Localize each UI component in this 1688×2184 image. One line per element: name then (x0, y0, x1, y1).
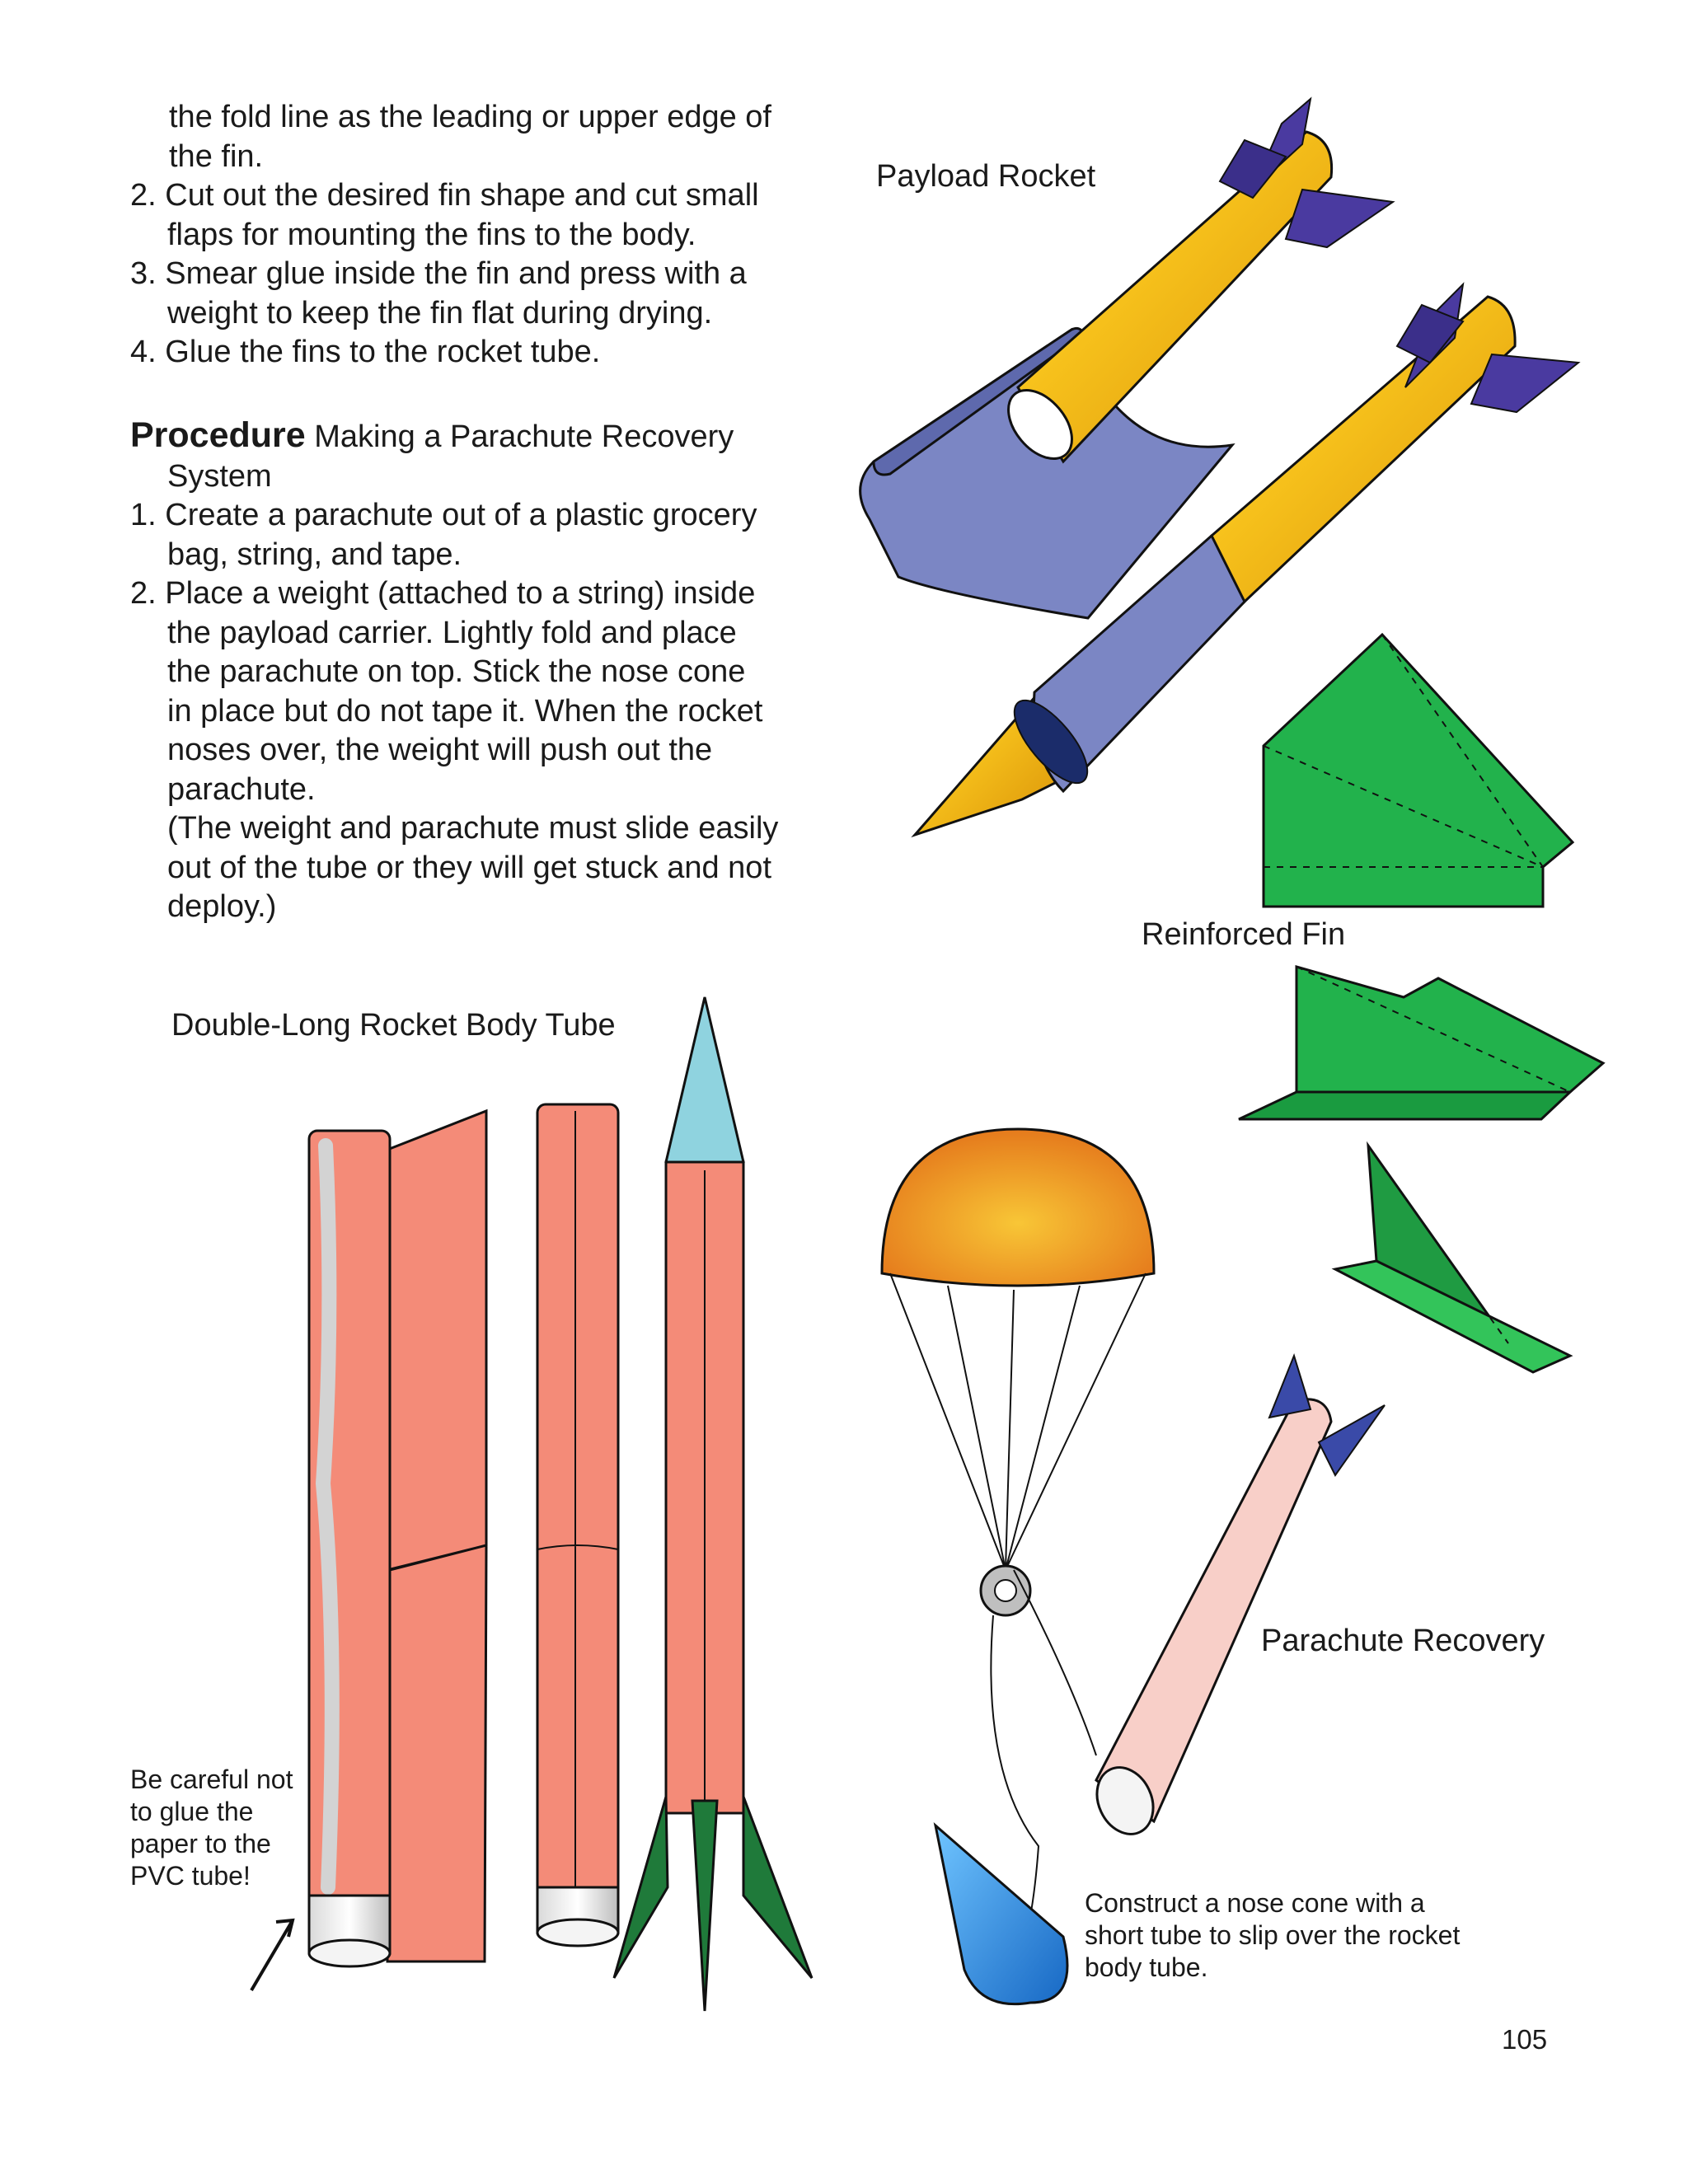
salmon-tube (536, 1103, 620, 1930)
step-number: 2. (130, 178, 157, 213)
list-item: 4. Glue the fins to the rocket tube. (130, 333, 759, 373)
step-number: 2. (130, 576, 157, 611)
double-long-tube-rolled (536, 1103, 620, 1947)
text-line: (The weight and parachute must slide eas… (167, 811, 779, 846)
reinforced-fin-label: Reinforced Fin (1142, 917, 1346, 952)
payload-rocket-upper (859, 96, 1395, 620)
text-line: Construct a nose cone with a (1085, 1888, 1425, 1918)
text-line: body tube. (1085, 1952, 1208, 1982)
payload-ring (1013, 699, 1089, 785)
reinforced-fin-flat (1262, 632, 1575, 908)
text-line: noses over, the weight will push out the (167, 733, 713, 767)
list-item: 1. Create a parachute out of a plastic g… (130, 496, 778, 536)
step-number: 1. (130, 498, 157, 532)
fin-icon (1317, 1404, 1386, 1477)
fin-side-icon (1284, 188, 1395, 249)
text-line: Glue the fins to the rocket tube. (165, 335, 601, 369)
reinforced-fin-folded (1238, 965, 1606, 1121)
blue-paper-sheet (859, 327, 1236, 620)
list-item: 2. Place a weight (attached to a string)… (130, 574, 778, 614)
seam-line (537, 1111, 619, 1920)
text-line: Be careful not (130, 1765, 293, 1794)
recovery-rocket (1095, 1352, 1386, 1835)
glue-stripe (315, 1138, 340, 1895)
nose-cone (664, 996, 745, 1172)
fin-side-icon (1470, 353, 1581, 414)
text-line: parachute. (167, 771, 316, 807)
procedure-heading-cont: System (167, 458, 272, 494)
procedure-heading-bold: Procedure (130, 415, 306, 455)
fin-icon (1268, 1352, 1312, 1419)
procedure-section: Procedure Making a Parachute Recovery Sy… (130, 415, 779, 927)
careful-note: Be careful not to glue the paper to the … (130, 1764, 293, 1892)
shroud-lines (889, 1272, 1146, 1571)
text-line: Smear glue inside the fin and press with… (165, 256, 747, 291)
instruction-steps: 2. Cut out the desired fin shape and cut… (130, 176, 759, 373)
nose-cone-note: Construct a nose cone with a short tube … (1085, 1887, 1460, 1984)
parachute-assembly (880, 1127, 1156, 1995)
sheet-roll-edge (872, 326, 1085, 476)
fold-line (1263, 634, 1544, 868)
yellow-body-tube (1016, 130, 1334, 464)
text-line: PVC tube! (130, 1861, 251, 1891)
green-fin-base (1238, 1090, 1573, 1121)
text-line: out of the tube or they will get stuck a… (167, 850, 772, 885)
yellow-body-tube (1210, 295, 1517, 604)
list-item: 3. Smear glue inside the fin and press w… (130, 255, 759, 294)
text-line: Cut out the desired fin shape and cut sm… (165, 178, 759, 213)
pvc-opening (307, 1938, 392, 1968)
step-number: 4. (130, 335, 157, 369)
salmon-paper-sheet (386, 1108, 488, 1963)
text-line: the fin. (169, 138, 264, 174)
procedure-heading-rest: Making a Parachute Recovery (314, 419, 734, 454)
double-long-label: Double-Long Rocket Body Tube (171, 1008, 616, 1043)
fin-back-icon (1395, 303, 1465, 364)
blue-nose-cone (933, 1821, 1069, 2006)
reinforced-fin-mounted (1331, 1141, 1573, 1374)
list-item: 2. Cut out the desired fin shape and cut… (130, 176, 759, 216)
green-fin-body (1295, 965, 1606, 1094)
text-line: the payload carrier. Lightly fold and pl… (167, 615, 737, 650)
text-line: the fold line as the leading or upper ed… (169, 100, 771, 134)
text-line: in place but do not tape it. When the ro… (167, 693, 763, 729)
fin-back-icon (1218, 138, 1287, 199)
payload-rocket-lower (911, 282, 1581, 838)
arrow-icon (250, 1918, 295, 1992)
double-long-tube-wrapping (250, 1108, 488, 1992)
page-number: 105 (1502, 2024, 1548, 2055)
text-line: flaps for mounting the fins to the body. (167, 217, 696, 252)
washer-hole (994, 1579, 1017, 1602)
text-line: paper to the (130, 1829, 271, 1858)
text-line: Create a parachute out of a plastic groc… (165, 498, 757, 532)
parachute-recovery-label: Parachute Recovery (1261, 1624, 1545, 1658)
fin-center-icon (691, 1799, 719, 2012)
procedure-heading: Procedure Making a Parachute Recovery (130, 415, 778, 457)
tube-opening (1007, 388, 1073, 461)
text-line: to glue the (130, 1797, 254, 1826)
green-fin-sheet (1262, 632, 1575, 908)
text-line: bag, string, and tape. (167, 537, 462, 572)
text-line: short tube to slip over the rocket (1085, 1920, 1461, 1950)
fold-line (1367, 1145, 1509, 1344)
text-line: weight to keep the fin flat during dryin… (167, 295, 713, 330)
tube-opening (1095, 1766, 1155, 1835)
fin-left-icon (612, 1796, 669, 1979)
pink-body-tube (1095, 1398, 1333, 1824)
fold-line (1296, 966, 1571, 1093)
step-number: 3. (130, 256, 157, 291)
text-line: Place a weight (attached to a string) in… (165, 576, 756, 611)
parachute-canopy (880, 1127, 1156, 1287)
text-line: deploy.) (167, 889, 277, 924)
pvc-opening (536, 1918, 620, 1947)
text-line: the parachute on top. Stick the nose con… (167, 654, 746, 689)
instruction-continuation: the fold line as the leading or upper ed… (132, 98, 771, 176)
nose-cone-body (933, 1821, 1069, 2006)
finished-rocket (612, 996, 814, 2012)
payload-rocket-label: Payload Rocket (876, 159, 1096, 194)
green-fin-base (1331, 1259, 1573, 1374)
fin-right-icon (742, 1796, 814, 1979)
